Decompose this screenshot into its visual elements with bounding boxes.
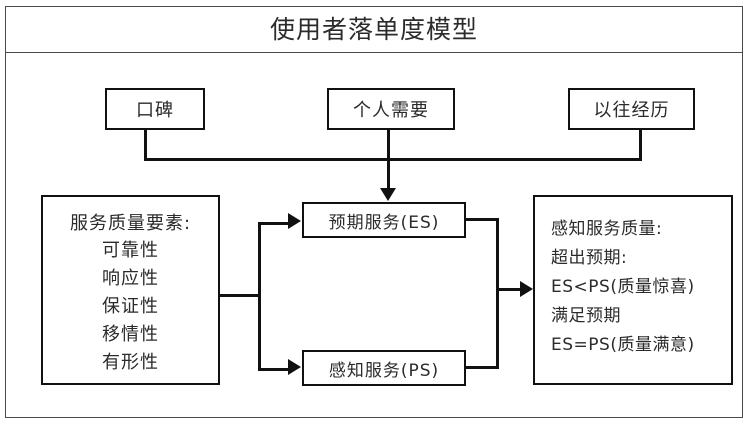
factor-item-5: 有形性 (102, 352, 159, 373)
connector-merge-vertical (496, 218, 499, 369)
outcome-line-1: 感知服务质量: (551, 219, 663, 239)
connector-factors-stub (220, 294, 260, 297)
connector-factors-to-perceived (258, 368, 288, 371)
arrow-factors-to-expected (288, 213, 301, 229)
title-divider (5, 52, 743, 53)
node-expected-service-label: 预期服务(ES) (328, 212, 440, 233)
outcome-line-5: ES=PS(质量满意) (551, 335, 695, 355)
connector-expected-stub (466, 218, 499, 221)
diagram-title: 使用者落单度模型 (269, 15, 478, 44)
arrow-factors-to-perceived (288, 359, 301, 375)
factor-item-1: 可靠性 (102, 240, 159, 261)
diagram-outer-frame (5, 6, 743, 418)
node-personal-needs: 个人需要 (327, 88, 455, 130)
connector-merge-to-outcome (496, 288, 522, 291)
node-past-experience-label: 以往经历 (593, 100, 670, 121)
node-perceived-service-quality: 感知服务质量: 超出预期: ES<PS(质量惊喜) 满足预期 ES=PS(质量满… (533, 195, 733, 385)
node-perceived-service-label: 感知服务(PS) (328, 360, 440, 381)
outcome-line-4: 满足预期 (551, 306, 621, 326)
node-personal-needs-label: 个人需要 (353, 100, 429, 121)
node-service-quality-factors: 服务质量要素: 可靠性 响应性 保证性 移情性 有形性 (41, 195, 220, 385)
connector-perceived-stub (466, 366, 499, 369)
arrow-needs-to-expected (380, 188, 396, 201)
node-word-of-mouth-label: 口碑 (136, 100, 174, 121)
connector-past-drop (639, 130, 642, 160)
node-expected-service: 预期服务(ES) (302, 202, 466, 238)
connector-factors-to-expected (258, 222, 288, 225)
factor-item-2: 响应性 (102, 268, 159, 289)
connector-horizontal-bus (144, 158, 642, 161)
factors-heading: 服务质量要素: (69, 213, 192, 234)
node-perceived-service: 感知服务(PS) (302, 350, 466, 386)
factor-item-4: 移情性 (102, 324, 159, 345)
factor-item-3: 保证性 (102, 296, 159, 317)
outcome-line-3: ES<PS(质量惊喜) (551, 277, 695, 297)
outcome-line-2: 超出预期: (551, 248, 628, 268)
arrow-merge-to-outcome (520, 281, 533, 297)
connector-factors-fork (258, 222, 261, 370)
node-past-experience: 以往经历 (568, 88, 695, 130)
connector-needs-to-expected (387, 130, 390, 188)
node-word-of-mouth: 口碑 (105, 88, 205, 130)
connector-wom-drop (144, 130, 147, 160)
